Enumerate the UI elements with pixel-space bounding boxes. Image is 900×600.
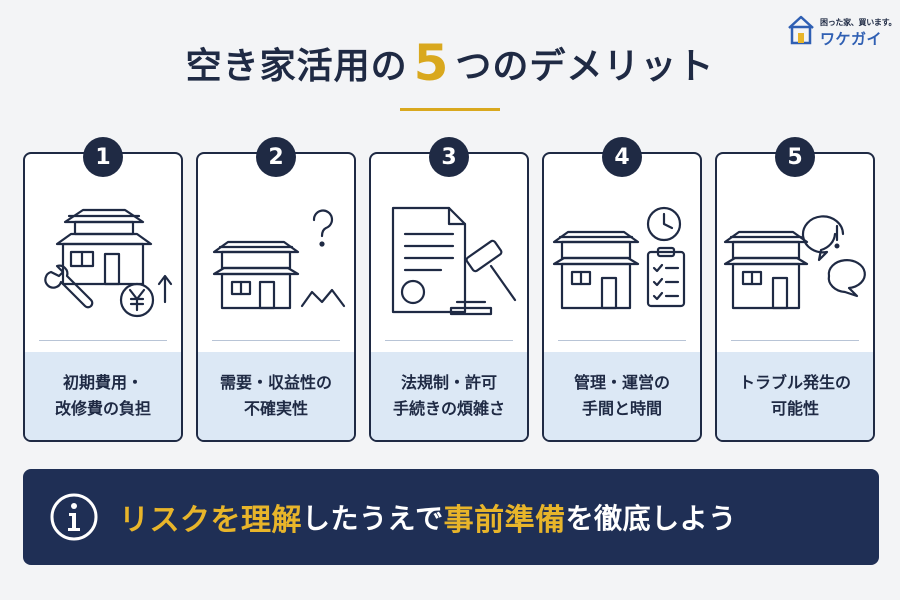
title-prefix: 空き家活用の [185, 46, 408, 87]
card-5: トラブル発生の 可能性 [715, 152, 875, 442]
card-label-line2: 手続きの煩雑さ [392, 399, 505, 418]
card-label: 需要・収益性の 不確実性 [198, 352, 354, 440]
card-label-line2: 改修費の負担 [54, 399, 151, 418]
banner-text-1: したうえで [302, 502, 444, 535]
card-label-line1: 初期費用・ [62, 373, 143, 392]
card-divider [558, 340, 686, 341]
house-wrench-yen-icon [44, 208, 173, 318]
brand-logo: 困った家、買います。 ワケガイ [786, 10, 897, 50]
card-divider [731, 340, 859, 341]
logo-name: ワケガイ [820, 30, 883, 48]
card-2: 需要・収益性の 不確実性 [196, 152, 356, 442]
title-underline [400, 108, 500, 111]
document-gavel-icon [391, 206, 517, 316]
card-label-line2: 手間と時間 [581, 399, 662, 418]
card-divider [39, 340, 167, 341]
card-label-line2: 可能性 [770, 399, 819, 418]
banner-emphasis-2: 事前準備 [443, 503, 566, 538]
card-number-badge: 3 [429, 137, 469, 177]
card-label: 法規制・許可 手続きの煩雑さ [371, 352, 527, 440]
logo-tagline: 困った家、買います。 [820, 18, 897, 27]
banner-message: リスクを理解したうえで事前準備を徹底しよう [119, 469, 737, 565]
card-divider [212, 340, 340, 341]
card-label-line2: 不確実性 [243, 399, 308, 418]
house-question-graph-icon [212, 209, 346, 310]
banner-emphasis-1: リスクを理解 [119, 503, 302, 538]
card-number-badge: 1 [83, 137, 123, 177]
title-suffix: つのデメリット [455, 46, 715, 87]
banner-text-2: を徹底しよう [565, 502, 737, 535]
card-label-line1: 法規制・許可 [400, 373, 497, 392]
house-icon [788, 15, 814, 45]
summary-banner: リスクを理解したうえで事前準備を徹底しよう [23, 469, 879, 565]
card-label: 管理・運営の 手間と時間 [544, 352, 700, 440]
info-icon [50, 493, 98, 541]
house-clock-checklist-icon [552, 206, 686, 310]
card-label: 初期費用・ 改修費の負担 [25, 352, 181, 440]
title-number: 5 [413, 34, 450, 92]
card-3: 法規制・許可 手続きの煩雑さ [369, 152, 529, 442]
card-label-line1: 需要・収益性の [219, 373, 332, 392]
card-number-badge: 2 [256, 137, 296, 177]
card-label: トラブル発生の 可能性 [717, 352, 873, 440]
card-label-line1: 管理・運営の [573, 373, 670, 392]
card-4: 管理・運営の 手間と時間 [542, 152, 702, 442]
card-number-badge: 5 [775, 137, 815, 177]
card-1: 初期費用・ 改修費の負担 [23, 152, 183, 442]
card-divider [385, 340, 513, 341]
card-number-badge: 4 [602, 137, 642, 177]
card-label-line1: トラブル発生の [738, 373, 851, 392]
house-speech-warning-icon [723, 215, 866, 310]
